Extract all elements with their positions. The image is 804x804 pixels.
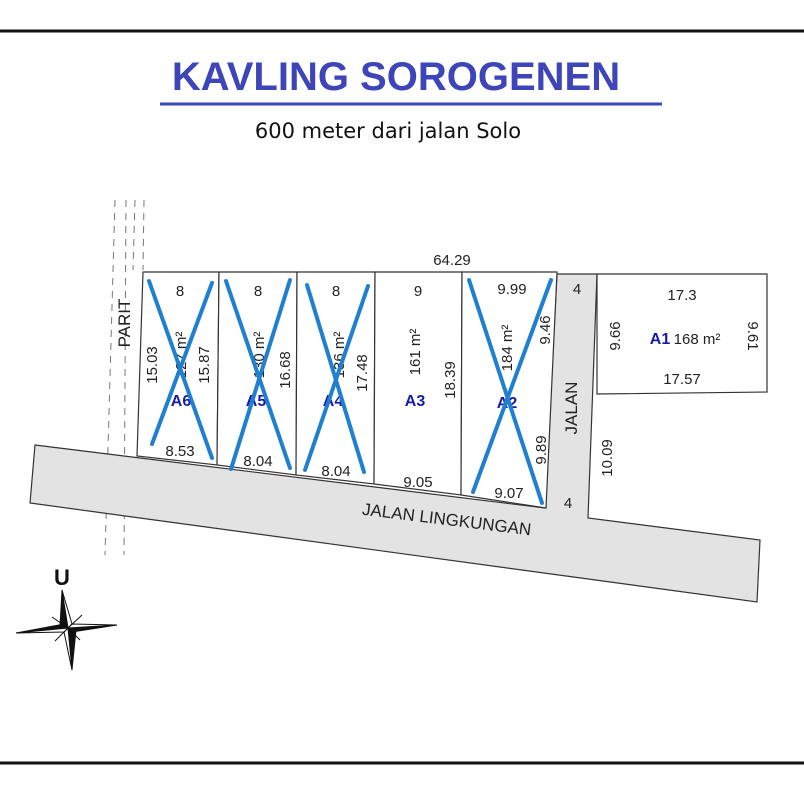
- a1-right-dim: 9.61: [744, 321, 761, 350]
- north-label: U: [54, 565, 70, 590]
- top-total-dim: 64.29: [433, 252, 471, 269]
- sold-marks: [147, 278, 553, 505]
- jalan-side-dim: 10.09: [599, 439, 616, 477]
- jalan-width-top: 4: [573, 281, 581, 298]
- a3-bottom-dim: 9.05: [403, 474, 432, 491]
- a2-right-upper-dim: 9.46: [537, 315, 554, 344]
- parit-channel: [104, 199, 145, 556]
- a1-top-dim: 17.3: [667, 287, 696, 304]
- lot-a1[interactable]: [596, 273, 768, 395]
- a4-top-dim: 8: [332, 283, 340, 300]
- jalan-label: JALAN: [562, 382, 581, 435]
- subtitle: 600 meter dari jalan Solo: [255, 119, 521, 143]
- a2-top-dim: 9.99: [497, 281, 526, 298]
- a6-bottom-dim: 8.53: [165, 443, 194, 460]
- a6-area: 127 m²: [173, 332, 190, 379]
- a2-sold-cross: [467, 278, 544, 505]
- a4-sold-cross: [303, 284, 370, 472]
- a2-right-lower-dim: 9.89: [533, 435, 550, 464]
- a4-area: 136 m²: [331, 332, 348, 379]
- a5-right-dim: 16.68: [277, 351, 294, 389]
- a3-label: A3: [405, 393, 426, 410]
- a6-label: A6: [171, 393, 192, 410]
- parit-label: PARIT: [115, 299, 134, 348]
- a1-bottom-dim: 17.57: [663, 371, 701, 388]
- a6-right-dim: 15.87: [196, 346, 213, 384]
- a3-area: 161 m²: [407, 329, 424, 376]
- a5-top-dim: 8: [254, 283, 262, 300]
- a1-left-dim: 9.66: [607, 321, 624, 350]
- a5-bottom-dim: 8.04: [243, 453, 272, 470]
- a6-sold-cross: [150, 281, 214, 446]
- a2-bottom-dim: 9.07: [494, 485, 523, 502]
- a3-right-dim: 18.39: [442, 361, 459, 399]
- a2-sold-cross: [471, 278, 553, 494]
- a1-label: A1: [650, 331, 671, 348]
- a4-bottom-dim: 8.04: [321, 463, 350, 480]
- a5-sold-cross: [224, 279, 292, 470]
- a1-area: 168 m²: [674, 331, 721, 348]
- page-title: KAVLING SOROGENEN: [172, 55, 620, 99]
- a5-sold-cross: [229, 278, 292, 471]
- compass-rose-icon: [15, 589, 118, 671]
- a3-top-dim: 9: [414, 283, 422, 300]
- a6-top-dim: 8: [176, 283, 184, 300]
- a6-left-dim: 15.03: [144, 346, 161, 384]
- a2-area: 184 m²: [499, 325, 516, 372]
- jalan-width-bottom: 4: [564, 495, 572, 512]
- a4-right-dim: 17.48: [354, 354, 371, 392]
